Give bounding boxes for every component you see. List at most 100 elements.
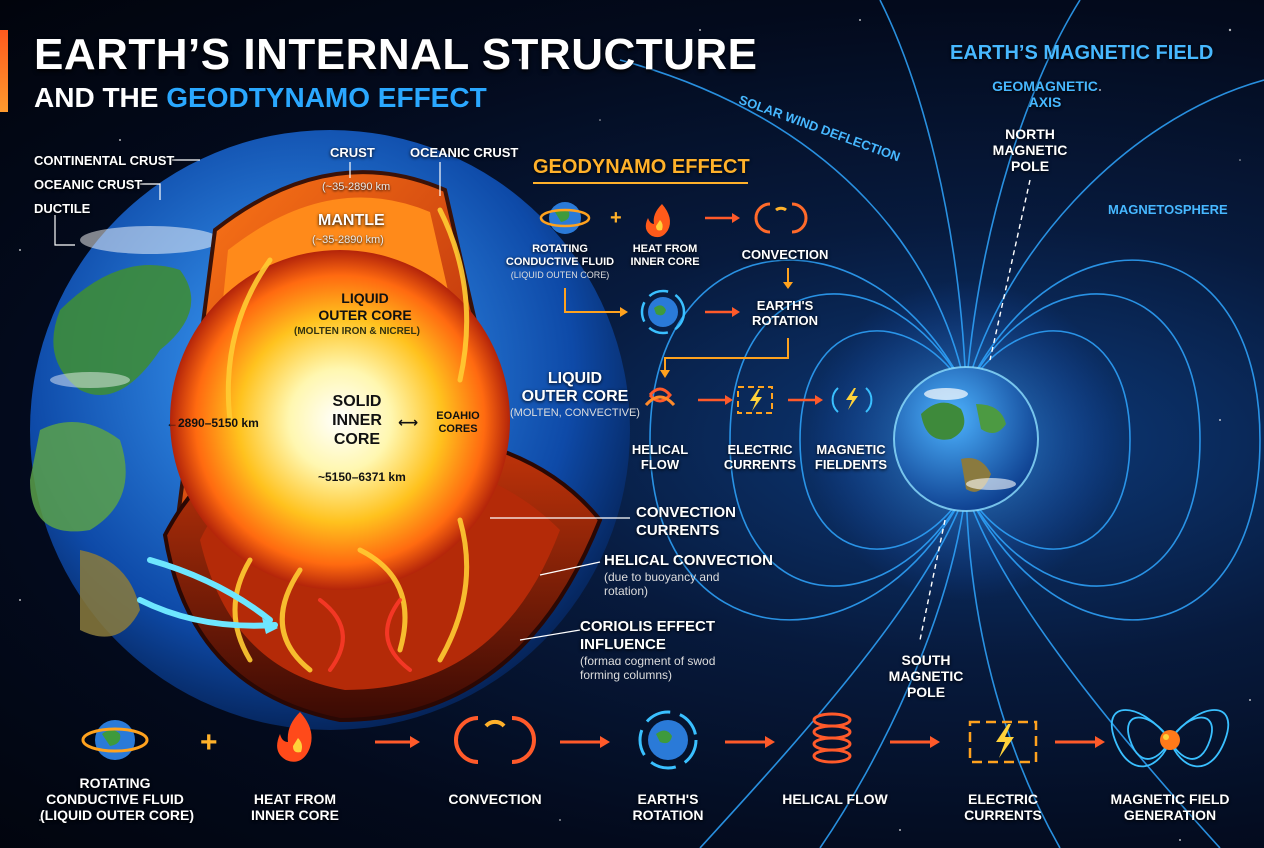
- ductile-label: DUCTILE: [34, 201, 91, 216]
- title-accent-bar: [0, 30, 8, 112]
- geo-heat-line1: HEAT FROM: [632, 243, 698, 255]
- convection-icon: [754, 202, 808, 234]
- left-leader-lines: [54, 159, 200, 246]
- geo-rotating-sub: (LIQUID OUTEN CORE): [510, 270, 610, 280]
- right-core-label: EOAHIO CORES: [428, 410, 488, 436]
- geo-rotation-label: EARTH'S ROTATION: [740, 298, 830, 328]
- mantle-label: MANTLE: [318, 212, 385, 229]
- bottom-step-heat: HEAT FROM INNER CORE: [245, 791, 345, 823]
- earth-globe-right: [893, 366, 1039, 512]
- outer-core-side-sub: (MOLTEN, CONVECTIVE): [510, 407, 640, 419]
- magnetic-field-icon: [831, 387, 873, 413]
- bottom-step-heat-line1: HEAT FROM: [253, 791, 337, 807]
- continental-crust-label: CONTINENTAL CRUST: [34, 153, 175, 168]
- annotation-leader-lines: [490, 517, 630, 641]
- inner-core-label-line1: SOLID: [332, 393, 382, 410]
- bottom-step-convection-line1: CONVECTION: [448, 791, 542, 807]
- svg-text:+: +: [610, 207, 622, 229]
- geo-currents-label: ELECTRIC CURRENTS: [720, 442, 800, 472]
- helical-flow-icon: [644, 387, 676, 407]
- geomagnetic-axis-label: GEOMAGNETIC AXIS: [980, 78, 1110, 110]
- geomagnetic-axis-line2: AXIS: [1028, 94, 1062, 110]
- bottom-step-magnetic-line1: MAGNETIC FIELD: [1110, 791, 1230, 807]
- bottom-flow-graphics: +: [81, 709, 1230, 770]
- bottom-step-heat-line2: INNER CORE: [251, 807, 339, 823]
- bottom-step-rotating-line3: (LIQUID OUTER CORE): [40, 807, 194, 823]
- bottom-step-magnetic: MAGNETIC FIELD GENERATION: [1105, 791, 1235, 823]
- geo-helical-line2: FLOW: [640, 457, 680, 472]
- bottom-rotating-globe-icon: [81, 720, 149, 760]
- oceanic-crust-top-label: OCEANIC CRUST: [410, 145, 519, 160]
- north-pole-line1: NORTH: [1005, 126, 1055, 142]
- convection-currents-line2: CURRENTS: [636, 522, 720, 539]
- subtitle-prefix: AND THE: [34, 82, 167, 113]
- bottom-magnetic-field-icon: [1110, 709, 1230, 768]
- rotating-globe-icon: [539, 202, 591, 234]
- geo-convection-label: CONVECTION: [741, 247, 829, 262]
- convection-currents-line1: CONVECTION: [636, 504, 737, 521]
- helical-convection-label: HELICAL CONVECTION (due to buoyancy and …: [604, 552, 773, 598]
- bottom-step-rotating-line1: ROTATING: [79, 775, 151, 791]
- right-core-label-line1: EOAHIO: [436, 410, 480, 422]
- geo-rotating-label: ROTATING CONDUCTIVE FLUID (LIQUID OUTEN …: [500, 243, 620, 281]
- geodynamo-heading: GEODYNAMO EFFECT: [533, 156, 750, 178]
- geo-rotation-line1: EARTH'S: [756, 298, 814, 313]
- geo-magnetic-line2: FIELDENTS: [814, 457, 888, 472]
- crust-depth: (~35-2890 km: [322, 181, 391, 193]
- mantle-depth: (~35-2890 km): [312, 234, 384, 246]
- page-title: EARTH’S INTERNAL STRUCTURE: [34, 30, 758, 79]
- bottom-electric-currents-icon: [968, 720, 1038, 764]
- earth-cutaway: [30, 130, 630, 730]
- north-pole-line3: POLE: [1010, 158, 1050, 174]
- left-depth-label: ←2890–5150 km: [166, 416, 259, 430]
- coriolis-line1: CORIOLIS EFFECT: [580, 618, 715, 635]
- bottom-step-convection: CONVECTION: [445, 791, 545, 807]
- electric-currents-icon: [737, 386, 773, 414]
- rotation-globe-icon: [640, 289, 686, 335]
- geo-magnetic-label: MAGNETIC FIELDENTS: [806, 442, 896, 472]
- page-subtitle: AND THE GEODTYNAMO EFFECT: [34, 82, 487, 114]
- south-pole-line3: POLE: [906, 684, 946, 700]
- geo-heat-label: HEAT FROM INNER CORE: [625, 243, 705, 269]
- coriolis-sub2: forming columns): [580, 668, 673, 682]
- geodynamo-heading-underline: [533, 182, 748, 184]
- bottom-step-currents: ELECTRIC CURRENTS: [955, 791, 1051, 823]
- bottom-rotation-globe-icon: [638, 710, 698, 770]
- bottom-convection-icon: [454, 716, 536, 764]
- outer-core-side-line1: LIQUID: [547, 370, 603, 387]
- bottom-step-magnetic-line2: GENERATION: [1123, 807, 1217, 823]
- bottom-step-currents-line2: CURRENTS: [964, 807, 1042, 823]
- geo-heat-line2: INNER CORE: [630, 256, 700, 268]
- oceanic-crust-left-label: OCEANIC CRUST: [34, 177, 143, 192]
- outer-core-side-line2: OUTER CORE: [521, 388, 629, 405]
- crust-label: CRUST: [330, 145, 375, 160]
- outer-core-label-line2: OUTER CORE: [318, 307, 412, 323]
- magnetosphere-label: MAGNETOSPHERE: [1108, 202, 1228, 217]
- helical-convection-sub1: (due to buoyancy and: [604, 570, 720, 584]
- inner-depth-label: ~5150–6371 km: [318, 470, 406, 484]
- heat-flame-icon: [645, 204, 670, 238]
- magnetic-field-heading: EARTH’S MAGNETIC FIELD: [950, 42, 1214, 64]
- bottom-step-rotating-line2: CONDUCTIVE FLUID: [46, 791, 184, 807]
- outer-core-label: LIQUID OUTER CORE: [300, 290, 430, 324]
- geo-helical-label: HELICAL FLOW: [625, 442, 695, 472]
- coriolis-sub1: (formaɑ cogment of swod: [580, 654, 716, 668]
- svg-text:+: +: [200, 726, 218, 759]
- coriolis-line2: INFLUENCE: [580, 636, 666, 653]
- bottom-step-currents-line1: ELECTRIC: [968, 791, 1038, 807]
- geo-rotating-line2: CONDUCTIVE FLUID: [505, 256, 615, 268]
- north-pole-line2: MAGNETIC: [992, 142, 1068, 158]
- south-pole-line1: SOUTH: [901, 652, 951, 668]
- helical-convection-sub2: rotation): [604, 584, 649, 598]
- geo-currents-line2: CURRENTS: [723, 457, 797, 472]
- geo-helical-line1: HELICAL: [631, 442, 689, 457]
- bottom-heat-flame-icon: [277, 712, 312, 762]
- inner-core-label-line2: INNER: [332, 412, 382, 429]
- geodynamo-flow-graphics: +: [539, 202, 873, 414]
- coriolis-label: CORIOLIS EFFECT INFLUENCE (formaɑ cogmen…: [580, 618, 715, 682]
- geo-rotating-line1: ROTATING: [532, 243, 588, 255]
- convection-currents-label: CONVECTION CURRENTS: [636, 504, 736, 540]
- subtitle-highlight: GEODTYNAMO EFFECT: [166, 82, 487, 113]
- geo-currents-line1: ELECTRIC: [727, 442, 793, 457]
